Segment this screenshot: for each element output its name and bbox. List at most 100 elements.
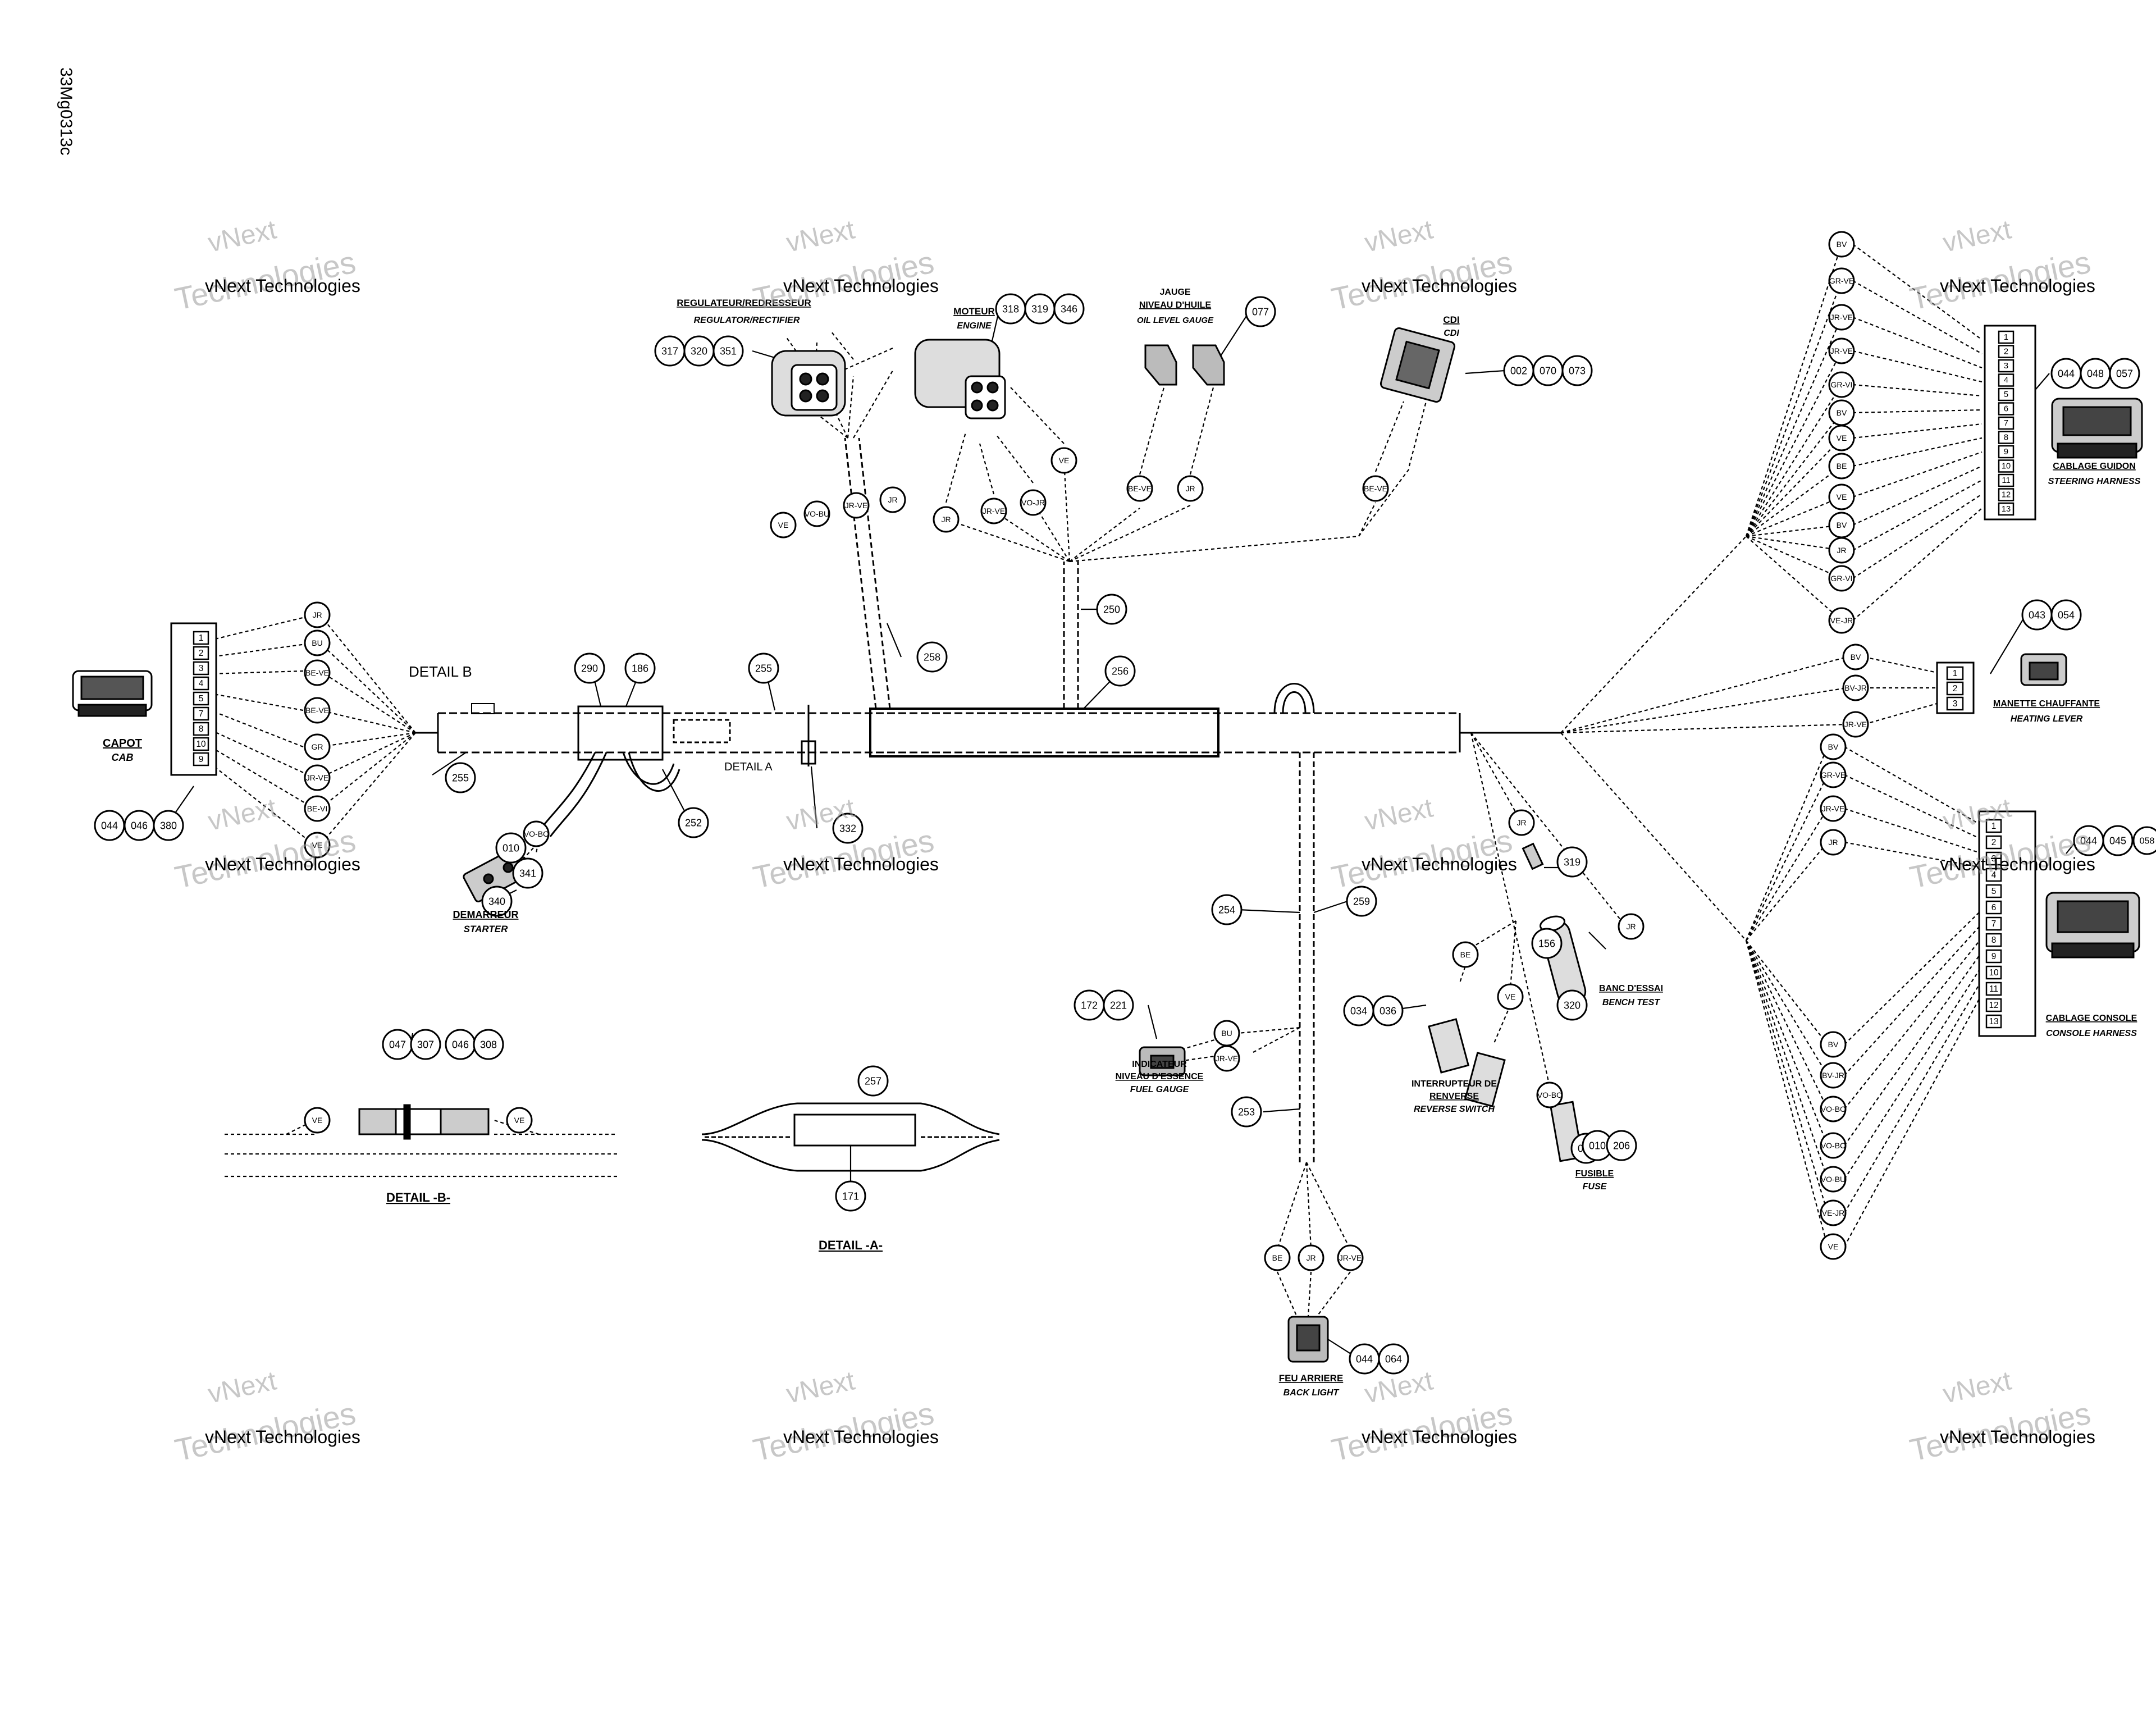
part-tag-console-text: 044: [2080, 835, 2097, 846]
pin-cab: 7: [193, 706, 209, 721]
wire-color-tag-text: JR: [312, 610, 322, 619]
fuse-label-en: FUSE: [1583, 1182, 1607, 1192]
part-tag-255-text: 255: [755, 663, 772, 674]
part-tag-cdi: 073: [1561, 355, 1593, 386]
oil-label-fr1: JAUGE: [1159, 288, 1190, 297]
engine-label-fr: MOTEUR: [953, 306, 995, 317]
detail-a-splice-icon: [701, 1102, 1000, 1172]
part-tag-steering-text: 048: [2087, 368, 2104, 379]
part-tag-console-text: 058: [2140, 837, 2155, 846]
part-tag-starter: 341: [512, 857, 543, 889]
wire-color-tag-text: VO-BU: [805, 509, 829, 518]
wire-color-tag: JR: [1177, 475, 1204, 502]
part-tag-257-text: 257: [865, 1075, 881, 1087]
engine-connector-icon: [914, 339, 1006, 419]
wire-color-tag: BV: [1828, 399, 1855, 426]
part-tag-258: 258: [916, 641, 948, 673]
heating-label-fr: MANETTE CHAUFFANTE: [1993, 699, 2100, 709]
wire-color-tag: GR: [304, 733, 331, 760]
part-tag-regulator: 317: [654, 335, 686, 367]
part-tag-257: 257: [857, 1065, 889, 1097]
wire-color-tag: BE-VE: [304, 697, 331, 724]
bench-label-en: BENCH TEST: [1602, 998, 1660, 1007]
pin-steering: 10: [1998, 459, 2015, 473]
part-tag-steering-text: 044: [2058, 368, 2075, 379]
wire-color-tag-text: JR: [1837, 546, 1846, 555]
pin-number: 3: [1991, 854, 1997, 864]
svg-text:vNext: vNext: [1940, 1366, 2014, 1409]
part-tag-256: 256: [1104, 655, 1136, 687]
wire-color-tag-text: BV: [1828, 1040, 1839, 1049]
pin-steering: 7: [1998, 416, 2015, 430]
wire-color-tag-text: VO-BC: [524, 829, 549, 838]
wire-color-tag-text: JR-VE: [1822, 804, 1844, 813]
part-tag-backlight-text: 044: [1356, 1353, 1373, 1365]
part-tag-engine: 319: [1024, 293, 1056, 325]
part-tag-fuel-text: 221: [1110, 1000, 1127, 1011]
wire-color-tag-text: BE-VE: [1128, 484, 1152, 493]
svg-text:vNext: vNext: [205, 793, 279, 836]
part-tag-oil: 077: [1245, 296, 1276, 327]
wire-color-tag-text: BU: [312, 638, 322, 647]
wire-color-tag: JR-VE: [980, 498, 1007, 524]
pin-steering: 12: [1998, 488, 2015, 501]
wire-color-tag-text: JR: [888, 495, 897, 504]
pin-number: 8: [2004, 433, 2008, 442]
svg-text:vNext Technologies: vNext Technologies: [783, 854, 939, 874]
wire-color-tag-text: JR-VE: [845, 501, 867, 510]
wire-color-tag-text: GR-VI: [1831, 574, 1853, 583]
pin-steering: 9: [1998, 445, 2015, 459]
pin-number: 4: [199, 679, 204, 688]
engine-label-en: ENGINE: [957, 321, 992, 331]
wire-color-tag-text: VE: [1837, 433, 1847, 442]
wire-color-tag: JR: [1508, 809, 1535, 836]
pin-number: 1: [199, 633, 204, 643]
wire-color-tag: JR: [304, 601, 331, 628]
wire-color-tag-text: BE-VE: [1364, 484, 1387, 493]
part-tag-detail-b: 046: [445, 1029, 476, 1060]
pin-console: 10: [1985, 965, 2002, 980]
wire-color-tag: VO-BC: [1820, 1096, 1847, 1122]
wire-color-tag: JR-VE: [1842, 711, 1869, 738]
wire-color-tag: VO-JR: [1020, 489, 1047, 516]
wire-color-tag-text: JR-VE: [1339, 1253, 1362, 1262]
wire-color-tag-text: BU: [1221, 1029, 1232, 1038]
wire-color-tag: JR: [1618, 913, 1645, 940]
wire-color-tag-text: VE: [1828, 1242, 1839, 1251]
part-tag-detail-b-text: 307: [417, 1039, 434, 1050]
pin-number: 13: [1989, 1017, 1998, 1026]
cdi-connector-icon: [1380, 327, 1456, 403]
pin-cab: 8: [193, 722, 209, 736]
pin-number: 7: [199, 709, 204, 719]
cdi-label-fr: CDI: [1443, 314, 1459, 325]
part-tag-319-text: 319: [1564, 856, 1581, 868]
wire-color-tag-text: JR-VE: [306, 773, 328, 782]
part-tag-259-text: 259: [1353, 896, 1370, 907]
pin-number: 12: [1989, 1001, 1998, 1010]
pin-number: 10: [196, 740, 205, 749]
pin-cab: 1: [193, 631, 209, 645]
wire-color-tag: JR: [1298, 1244, 1324, 1271]
part-tag-255: 255: [445, 762, 476, 793]
wire-color-tag: BE: [1452, 941, 1479, 968]
cdi-label-en: CDI: [1444, 328, 1459, 338]
svg-text:vNext Technologies: vNext Technologies: [205, 276, 360, 296]
pin-console: 11: [1985, 982, 2002, 996]
wire-color-tag-text: JR-VE: [983, 506, 1005, 515]
part-tag-cdi: 070: [1532, 355, 1564, 386]
wire-color-tag: GR-VE: [1828, 267, 1855, 294]
part-tag-heating-text: 054: [2058, 609, 2075, 620]
svg-text:vNext Technologies: vNext Technologies: [1940, 854, 2095, 874]
wire-color-tag-text: BV: [1837, 521, 1847, 530]
pin-cab: 3: [193, 661, 209, 676]
wire-color-tag: BE-VE: [304, 659, 331, 686]
part-tag-detail-b: 308: [473, 1029, 504, 1060]
svg-text:vNext Technologies: vNext Technologies: [783, 276, 939, 296]
svg-text:vNext Technologies: vNext Technologies: [1362, 1427, 1517, 1447]
